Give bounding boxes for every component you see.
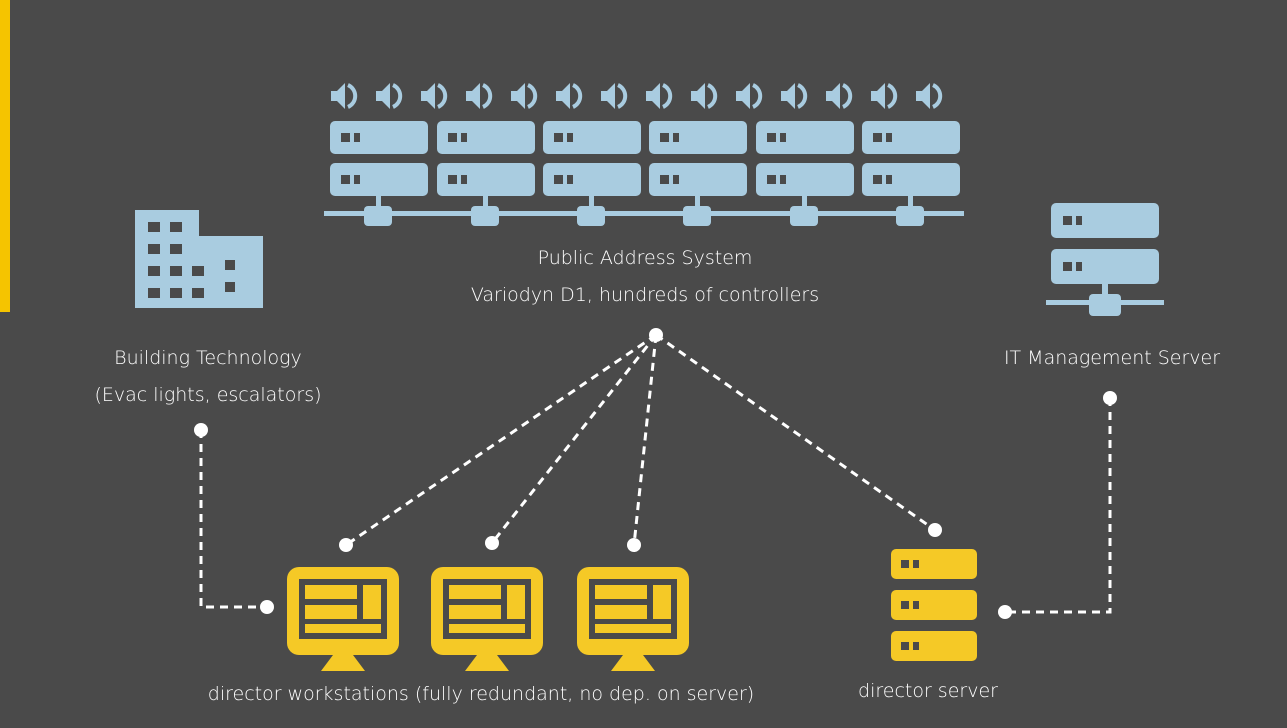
bus-line [324,211,964,216]
it-server-group: IT Management Server [1004,203,1220,369]
pa-title: Public Address System [538,247,753,269]
node-building [194,423,208,437]
node-director-server [928,523,942,537]
server-rack-icon [437,121,535,154]
workstations-group: director workstations (fully redundant, … [208,567,754,705]
link-pa-ws3 [632,334,658,546]
link-pa-server [655,333,936,532]
node-ws-left [260,600,274,614]
pa-subtitle: Variodyn D1, hundreds of controllers [471,284,819,306]
network-bus [324,196,964,226]
server-rack-icon [330,163,428,196]
it-server-label: IT Management Server [1004,347,1220,369]
node-ws1 [339,538,353,552]
node-server-right [998,605,1012,619]
building-subtitle: (Evac lights, escalators) [94,384,321,406]
server-rack-icon [649,121,747,154]
node-ws2 [485,536,499,550]
link-it-server [1005,398,1112,614]
server-rack-icon [862,121,960,154]
pa-system-group: Public Address System Variodyn D1, hundr… [324,81,964,306]
link-building-ws [199,430,267,609]
server-rack-icon [330,121,428,154]
server-rack-icon [862,163,960,196]
link-pa-ws2 [490,334,658,544]
server-rack-icon [437,163,535,196]
workstations-label: director workstations (fully redundant, … [208,683,754,705]
server-rack-icon [756,163,854,196]
connection-lines [199,333,1112,614]
node-it-server [1103,391,1117,405]
node-pa [649,328,663,342]
accent-bar [0,0,10,312]
node-ws3 [627,538,641,552]
server-rack-icon [756,121,854,154]
director-server-label: director server [858,680,998,702]
server-stack-icon [891,549,977,661]
building-title: Building Technology [114,347,302,369]
connection-nodes [194,328,1117,619]
server-rack-icon [543,163,641,196]
link-pa-ws1 [345,333,657,547]
building-group: Building Technology (Evac lights, escala… [94,210,322,406]
server-rack-icon [649,163,747,196]
director-server-group: director server [858,549,998,702]
building-icon [135,210,263,308]
server-rack-icon [543,121,641,154]
network-server-icon [1046,203,1164,316]
